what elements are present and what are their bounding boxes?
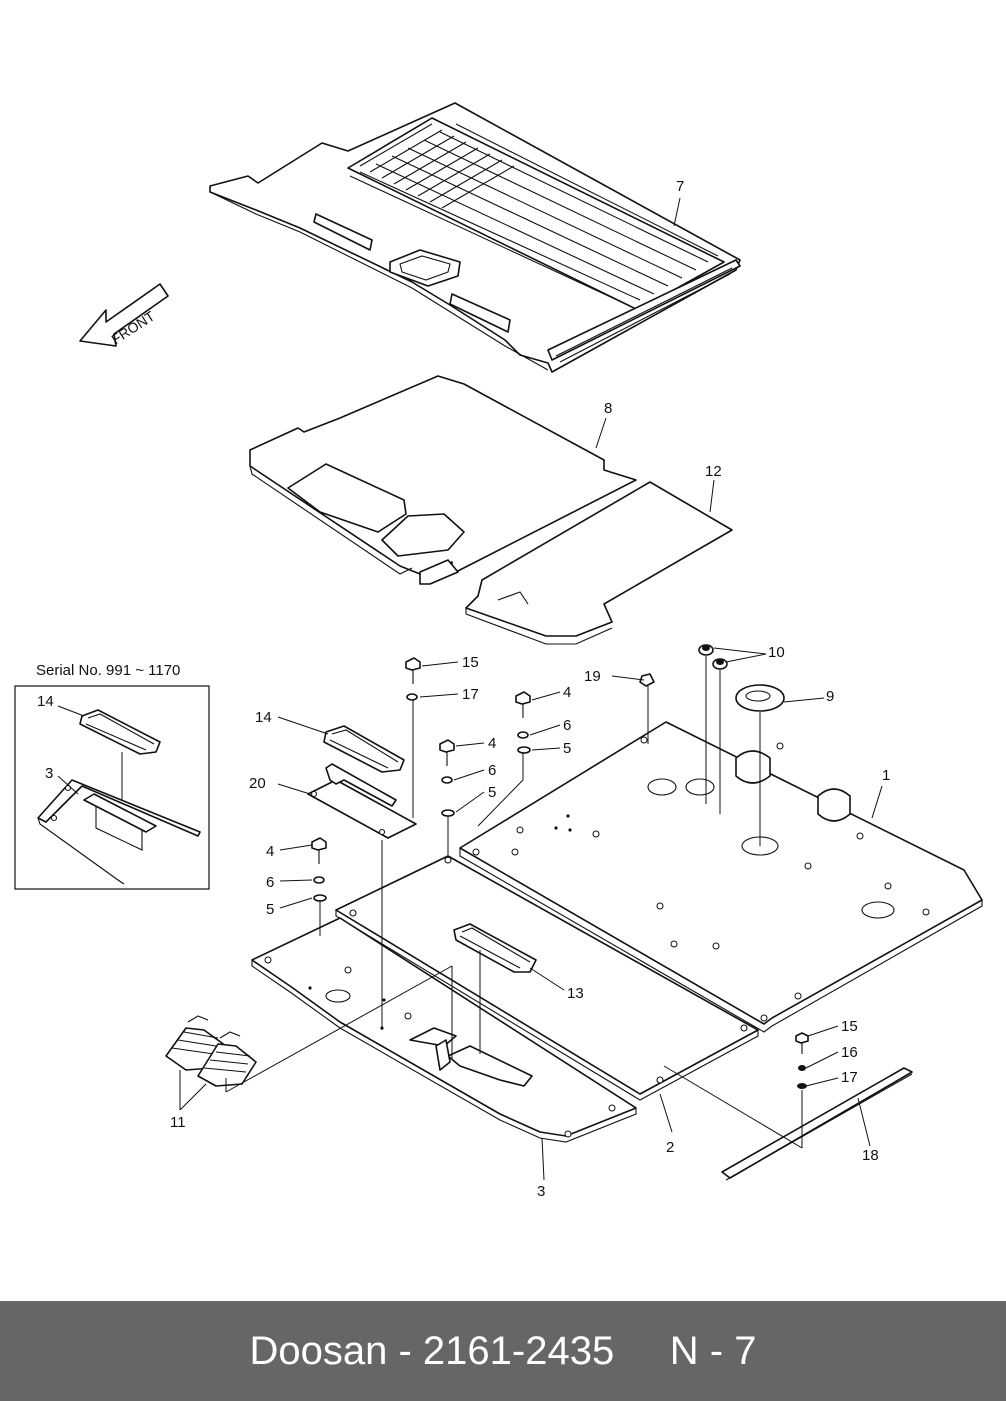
pedal-cover-part-14 [323, 725, 405, 773]
rubber-boots-part-11 [165, 1015, 257, 1087]
inset-label-14: 14 [37, 693, 54, 710]
floor-plate-part-2 [335, 855, 759, 1101]
parts-diagram: FRONT [14, 102, 983, 1200]
assembly-lines [225, 656, 803, 1149]
label-part-17-upper: 17 [462, 686, 479, 703]
label-part-9: 9 [826, 688, 834, 705]
label-part-6-mid: 6 [488, 762, 496, 779]
bolt-part-15-lower [795, 1032, 809, 1089]
label-part-19: 19 [584, 668, 601, 685]
leader-lines [179, 197, 883, 1181]
label-part-4-mid: 4 [488, 735, 496, 752]
label-part-4-left: 4 [266, 843, 274, 860]
label-part-5-mid: 5 [488, 784, 496, 801]
footer-part-number: 2161-2435 [422, 1328, 615, 1373]
label-part-2: 2 [666, 1139, 674, 1156]
label-part-5-left: 5 [266, 901, 274, 918]
label-part-12: 12 [705, 463, 722, 480]
front-arrow: FRONT [79, 283, 169, 347]
footer-bar: Doosan - 2161-2435 N - 7 [0, 1301, 1006, 1401]
footer-page-ref: N - 7 [669, 1328, 757, 1373]
footer-separator: - [387, 1328, 423, 1373]
label-part-10: 10 [768, 644, 785, 661]
label-part-6-left: 6 [266, 874, 274, 891]
serial-inset: Serial No. 991 ~ 1170 14 3 [14, 662, 210, 890]
label-part-15-lower: 15 [841, 1018, 858, 1035]
floor-plate-part-1 [459, 721, 983, 1033]
label-part-17-lower: 17 [841, 1069, 858, 1086]
label-part-8: 8 [604, 400, 612, 417]
floor-plate-part-3 [251, 917, 637, 1143]
floor-underlay-part-8 [249, 375, 637, 585]
inset-title: Serial No. 991 ~ 1170 [36, 662, 180, 679]
label-part-4-right: 4 [563, 684, 571, 701]
part-labels: 7 8 12 1 9 10 19 15 17 4 6 5 4 6 5 14 20… [170, 178, 890, 1200]
label-part-11: 11 [170, 1114, 186, 1131]
label-part-5-right: 5 [563, 740, 571, 757]
inset-label-3: 3 [45, 765, 53, 782]
footer-brand: Doosan [249, 1328, 388, 1373]
label-part-7: 7 [676, 178, 684, 195]
plug-part-19 [639, 673, 655, 687]
label-part-20: 20 [249, 775, 266, 792]
label-part-15-upper: 15 [462, 654, 479, 671]
label-part-18: 18 [862, 1147, 879, 1164]
label-part-16: 16 [841, 1044, 858, 1061]
label-part-3: 3 [537, 1183, 545, 1200]
pedal-part-13 [435, 923, 537, 1087]
plug-part-10 [698, 644, 728, 670]
label-part-1: 1 [882, 767, 890, 784]
bolts-parts-4-6-5 [311, 691, 531, 902]
bolt-part-15-upper [405, 657, 421, 701]
label-part-13: 13 [567, 985, 584, 1002]
label-part-6-right: 6 [563, 717, 571, 734]
floor-mat-part-7 [209, 102, 741, 373]
floor-plate-part-12 [465, 481, 733, 645]
grommet-part-9 [735, 684, 785, 712]
strip-part-18 [721, 1067, 913, 1181]
label-part-14: 14 [255, 709, 272, 726]
pedal-base-part-20 [307, 763, 417, 839]
footer-gap [614, 1329, 670, 1374]
